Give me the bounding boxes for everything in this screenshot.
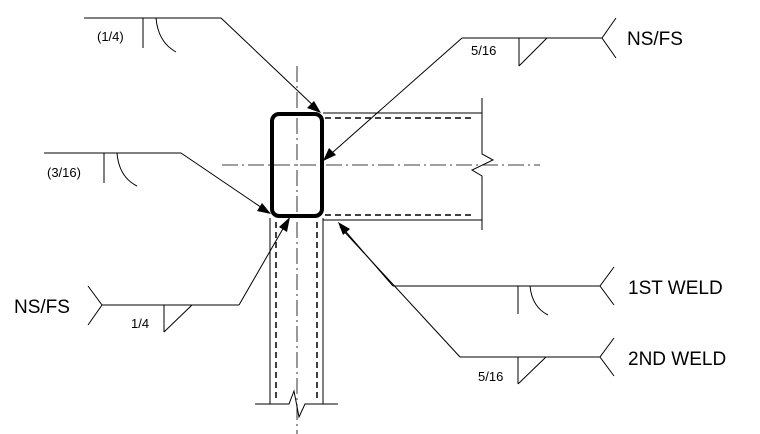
weld-tail-symbol [599, 266, 615, 306]
weld-callout-mid-left: (3/16) [44, 152, 271, 214]
weld-size-label: 5/16 [478, 369, 503, 384]
column-break-symbol [255, 389, 338, 419]
weld-callout-bottom-left: 1/4 NS/FS [14, 217, 290, 333]
weld-tail-symbol [87, 285, 103, 326]
weld-tail-note: 1ST WELD [628, 278, 723, 299]
weld-size-label: 5/16 [471, 43, 496, 58]
weld-tail-symbol [601, 17, 617, 59]
weld-callout-second-weld: 5/16 2ND WELD [339, 226, 726, 385]
weld-size-label: 1/4 [131, 316, 149, 331]
weld-tail-note: 2ND WELD [628, 349, 726, 370]
weld-callout-top-right: 5/16 NS/FS [323, 17, 683, 161]
weld-tail-note: NS/FS [14, 297, 70, 318]
column-member [255, 218, 338, 419]
beam-break-symbol [470, 98, 495, 230]
weld-size-label: (1/4) [97, 29, 124, 44]
weld-callout-first-weld: 1ST WELD [338, 222, 723, 316]
weld-callout-top-left: (1/4) [84, 17, 321, 113]
weld-tail-note: NS/FS [627, 29, 683, 50]
weld-size-label: (3/16) [47, 165, 81, 180]
weld-tail-symbol [599, 337, 615, 377]
beam-member [323, 98, 495, 230]
